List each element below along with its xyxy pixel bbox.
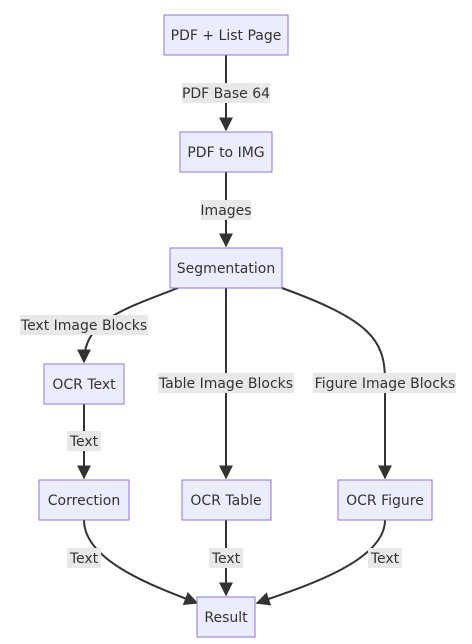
node-label: PDF + List Page	[171, 28, 282, 44]
edge-label-images: Images	[200, 200, 252, 220]
node-pdf-list-page: PDF + List Page	[163, 14, 289, 56]
node-label: OCR Text	[52, 377, 116, 393]
edge-label-ocr-table-to-result: Text	[209, 548, 243, 568]
node-label: OCR Table	[190, 493, 261, 509]
edge-correction-to-result	[83, 519, 199, 606]
edge-label-text: Text	[69, 434, 99, 450]
edge-label-text: Text	[211, 551, 241, 567]
edge-label-text-image-blocks: Text Image Blocks	[20, 315, 148, 335]
edge-ocr-figure-to-result	[255, 519, 386, 606]
node-label: OCR Figure	[346, 493, 424, 509]
node-result: Result	[196, 596, 256, 638]
edge-label-text: Text	[69, 551, 99, 567]
node-label: Segmentation	[177, 261, 275, 277]
edge-label-text: Images	[200, 203, 251, 219]
edge-label-correction-to-result: Text	[67, 548, 101, 568]
edge-label-table-image-blocks: Table Image Blocks	[158, 373, 294, 393]
edge-label-text: Table Image Blocks	[158, 376, 293, 392]
edge-label-text: Figure Image Blocks	[315, 376, 456, 392]
edge-label-pdf-base64: PDF Base 64	[182, 83, 270, 103]
node-ocr-table: OCR Table	[181, 479, 272, 521]
node-label: Correction	[48, 493, 120, 509]
node-correction: Correction	[38, 479, 130, 521]
edge-label-figure-image-blocks: Figure Image Blocks	[313, 373, 456, 393]
edge-label-text: Text Image Blocks	[20, 318, 147, 334]
edge-label-ocr-text-to-correction: Text	[67, 431, 101, 451]
edge-label-ocr-figure-to-result: Text	[368, 548, 402, 568]
node-ocr-text: OCR Text	[43, 363, 125, 405]
edge-label-text: PDF Base 64	[182, 86, 270, 102]
edge-label-text: Text	[370, 551, 400, 567]
node-label: Result	[204, 610, 248, 626]
node-segmentation: Segmentation	[169, 247, 283, 289]
node-label: PDF to IMG	[187, 145, 264, 161]
node-pdf-to-img: PDF to IMG	[179, 131, 273, 173]
node-ocr-figure: OCR Figure	[337, 479, 433, 521]
